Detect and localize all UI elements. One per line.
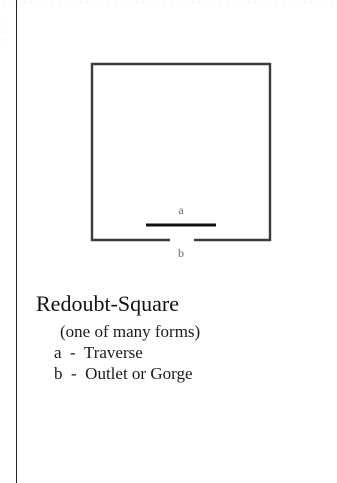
legend-key-b: b [54,364,63,383]
scan-noise-top [0,0,337,4]
legend-text-b: Outlet or Gorge [85,364,193,383]
diagram-caption: Redoubt-Square (one of many forms) a - T… [36,291,326,384]
legend-item-a: a - Traverse [54,342,326,363]
scan-noise-left [2,18,8,48]
label-b: b [178,246,184,260]
caption-lines: (one of many forms) a - Traverse b - Out… [54,321,326,384]
legend-text-a: Traverse [83,343,143,362]
page-edge-line [16,0,17,483]
redoubt-outline [90,62,272,242]
label-a: a [178,203,184,217]
legend-key-a: a [54,343,62,362]
legend-separator-b: - [71,364,77,383]
legend-separator-a: - [70,343,76,362]
legend-item-b: b - Outlet or Gorge [54,363,326,384]
diagram-title: Redoubt-Square [36,291,179,316]
diagram-subtitle: (one of many forms) [60,322,201,341]
